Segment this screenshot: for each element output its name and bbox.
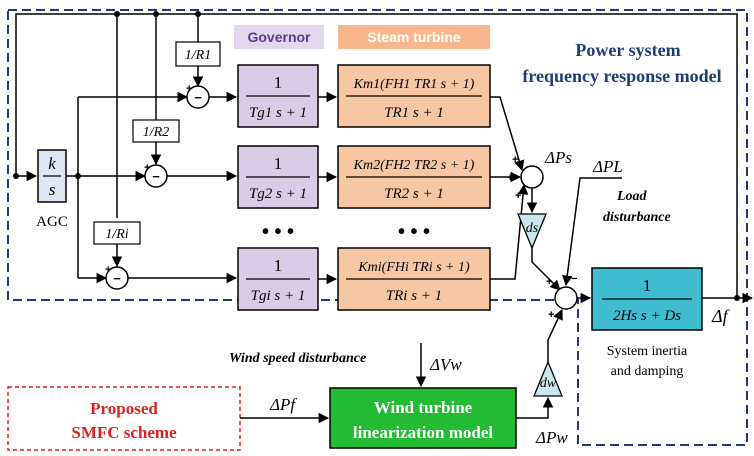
droop-r1-label: 1/R1 [185, 48, 211, 63]
title-line-1: Power system [575, 40, 680, 60]
svg-text:1: 1 [274, 154, 283, 173]
agc-label: AGC [36, 214, 68, 230]
wind-turbine-block: Wind turbine linearization model [329, 387, 517, 449]
svg-text:+: + [144, 162, 150, 174]
svg-text:1: 1 [274, 256, 283, 275]
turbine-ellipsis: • • • [398, 221, 430, 243]
ds-gain-block: ds [517, 213, 547, 250]
dw-gain-block: dw [533, 360, 563, 397]
sum-junction-main [554, 286, 578, 310]
svg-text:TR2 s + 1: TR2 s + 1 [384, 186, 444, 202]
governor-label: Governor [247, 29, 311, 45]
svg-text:Km1(FH1 TR1 s + 1): Km1(FH1 TR1 s + 1) [353, 77, 475, 92]
svg-text:Kmi(FHi TRi s + 1): Kmi(FHi TRi s + 1) [357, 260, 470, 275]
delta-vw-label: ΔVw [429, 355, 462, 374]
steam-turbine-label-bg [338, 25, 490, 49]
svg-text:+: + [186, 83, 192, 95]
load-disturbance-1: Load [616, 189, 648, 204]
wind-speed-label: Wind speed disturbance [229, 351, 366, 366]
power-system-boundary [7, 9, 748, 446]
svg-text:−: − [152, 169, 160, 184]
agc-numerator: k [48, 154, 56, 173]
governor-block-1: 1 Tg1 s + 1 [237, 64, 319, 128]
load-disturbance-2: disturbance [603, 210, 671, 225]
droop-r2-label: 1/R2 [143, 125, 169, 140]
svg-text:+: + [105, 264, 111, 276]
steam-turbine-label: Steam turbine [367, 29, 461, 45]
droop-r1-block [175, 41, 221, 67]
sum-junction-ps [520, 165, 544, 189]
title-line-2: frequency response model [522, 66, 721, 86]
turbine-block-2: Km2(FH2 TR2 s + 1) TR2 s + 1 [337, 145, 491, 209]
smfc-line-2: SMFC scheme [71, 423, 177, 442]
feedback-top [15, 13, 738, 298]
svg-text:Wind turbine: Wind turbine [374, 398, 473, 417]
svg-text:dw: dw [540, 376, 557, 391]
svg-text:Tg2 s + 1: Tg2 s + 1 [249, 186, 307, 202]
delta-pl-label: ΔPL [592, 157, 623, 176]
governor-block-i: 1 Tgi s + 1 [237, 247, 319, 311]
svg-text:+: + [548, 309, 554, 321]
delta-f-label: Δf [711, 306, 731, 326]
svg-text:+: + [546, 276, 552, 288]
droop-ri-label: 1/Ri [105, 227, 128, 242]
svg-text:−: − [113, 271, 121, 286]
smfc-box [7, 386, 241, 451]
svg-text:1: 1 [643, 276, 652, 295]
svg-text:−: − [571, 273, 577, 285]
system-note-2: and damping [611, 364, 684, 379]
governor-ellipsis: • • • [262, 221, 294, 243]
svg-text:Tg1 s + 1: Tg1 s + 1 [249, 105, 307, 121]
svg-text:+: + [512, 154, 518, 166]
svg-text:−: − [194, 90, 202, 105]
svg-text:Tgi s + 1: Tgi s + 1 [251, 288, 306, 304]
svg-text:+: + [515, 190, 521, 202]
turbine-block-1: Km1(FH1 TR1 s + 1) TR1 s + 1 [337, 64, 491, 128]
svg-text:Km2(FH2 TR2 s + 1): Km2(FH2 TR2 s + 1) [353, 158, 475, 173]
svg-text:TRi s + 1: TRi s + 1 [386, 288, 442, 304]
delta-ps-label: ΔPs [544, 148, 572, 167]
delta-pw-label: ΔPw [535, 428, 568, 447]
system-note-1: System inertia [607, 344, 688, 359]
turbine-block-i: Kmi(FHi TRi s + 1) TRi s + 1 [337, 247, 491, 311]
governor-label-bg [234, 25, 324, 49]
svg-text:2Hs s + Ds: 2Hs s + Ds [613, 308, 681, 324]
svg-text:TR1 s + 1: TR1 s + 1 [384, 105, 444, 121]
svg-text:linearization model: linearization model [353, 423, 494, 442]
delta-pf-label: ΔPf [269, 395, 297, 414]
svg-text:ds: ds [526, 221, 539, 236]
smfc-line-1: Proposed [90, 399, 158, 418]
agc-denominator: s [49, 180, 56, 199]
svg-text:+: + [507, 172, 513, 184]
svg-text:1: 1 [274, 73, 283, 92]
system-inertia-block: 1 2Hs s + Ds [591, 267, 703, 331]
governor-block-2: 1 Tg2 s + 1 [237, 145, 319, 209]
